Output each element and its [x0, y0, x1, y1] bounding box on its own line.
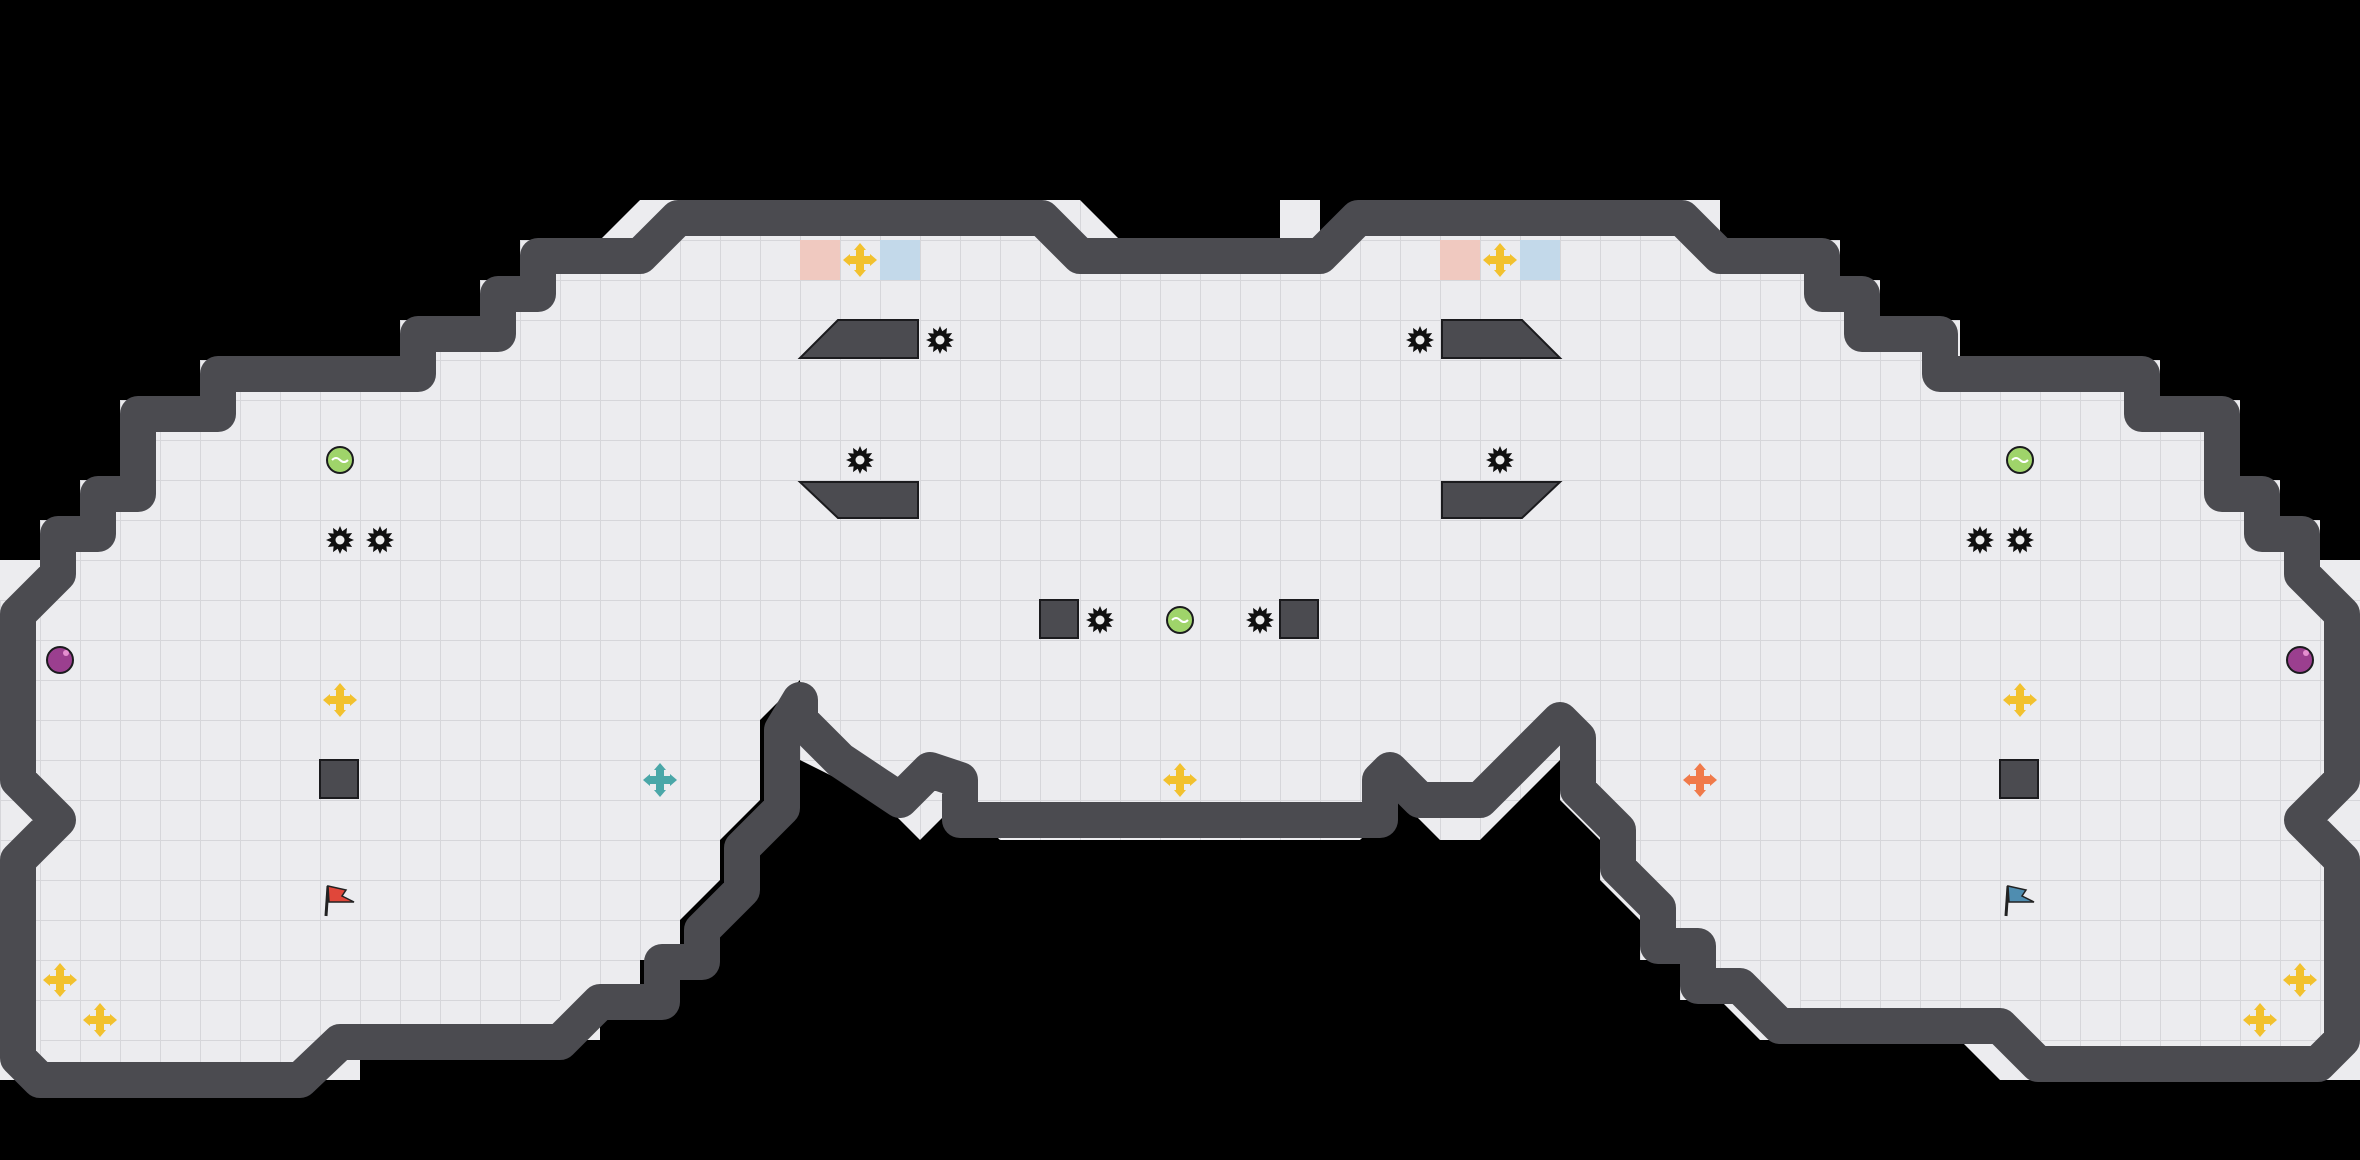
plus-arrows-icon	[2283, 963, 2317, 997]
spike-icon	[1086, 606, 1114, 634]
spike-icon	[846, 446, 874, 474]
ramp-block-mid-right	[1441, 481, 1563, 519]
plus-arrows-icon	[843, 243, 877, 277]
flag-icon	[2004, 885, 2035, 917]
orb-icon	[1166, 606, 1194, 634]
pillar-center-right	[1279, 599, 1319, 639]
ramp-block-mid-left	[797, 481, 919, 519]
ramp-block-top-right	[1441, 319, 1563, 359]
spike-icon	[326, 526, 354, 554]
pillar-left	[319, 759, 359, 799]
flag-icon	[324, 885, 355, 917]
spike-icon	[1246, 606, 1274, 634]
bomb-icon	[46, 646, 74, 674]
spike-icon	[2006, 526, 2034, 554]
plus-arrows-icon	[1163, 763, 1197, 797]
pillar-right	[1999, 759, 2039, 799]
plus-arrows-icon	[1483, 243, 1517, 277]
team-tiles	[800, 240, 1560, 280]
orb-icon	[2006, 446, 2034, 474]
red-team-tile	[1440, 240, 1480, 280]
spike-icon	[1486, 446, 1514, 474]
spike-icon	[926, 326, 954, 354]
plus-arrows-icon	[83, 1003, 117, 1037]
arena-floor	[0, 200, 2360, 1080]
pillar-center-left	[1039, 599, 1079, 639]
wall-blocks	[319, 319, 2039, 799]
blue-team-tile	[880, 240, 920, 280]
plus-arrows-icon	[2003, 683, 2037, 717]
spike-icon	[1406, 326, 1434, 354]
plus-arrows-icon	[643, 763, 677, 797]
spike-icon	[1966, 526, 1994, 554]
plus-arrows-icon	[323, 683, 357, 717]
bomb-icon	[2286, 646, 2314, 674]
plus-arrows-icon	[2243, 1003, 2277, 1037]
blue-team-tile	[1520, 240, 1560, 280]
red-team-tile	[800, 240, 840, 280]
plus-arrows-icon	[43, 963, 77, 997]
arena-wall	[0, 200, 2360, 1098]
plus-arrows-icon	[1683, 763, 1717, 797]
orb-icon	[326, 446, 354, 474]
ramp-block-top-left	[797, 319, 919, 359]
spike-icon	[366, 526, 394, 554]
